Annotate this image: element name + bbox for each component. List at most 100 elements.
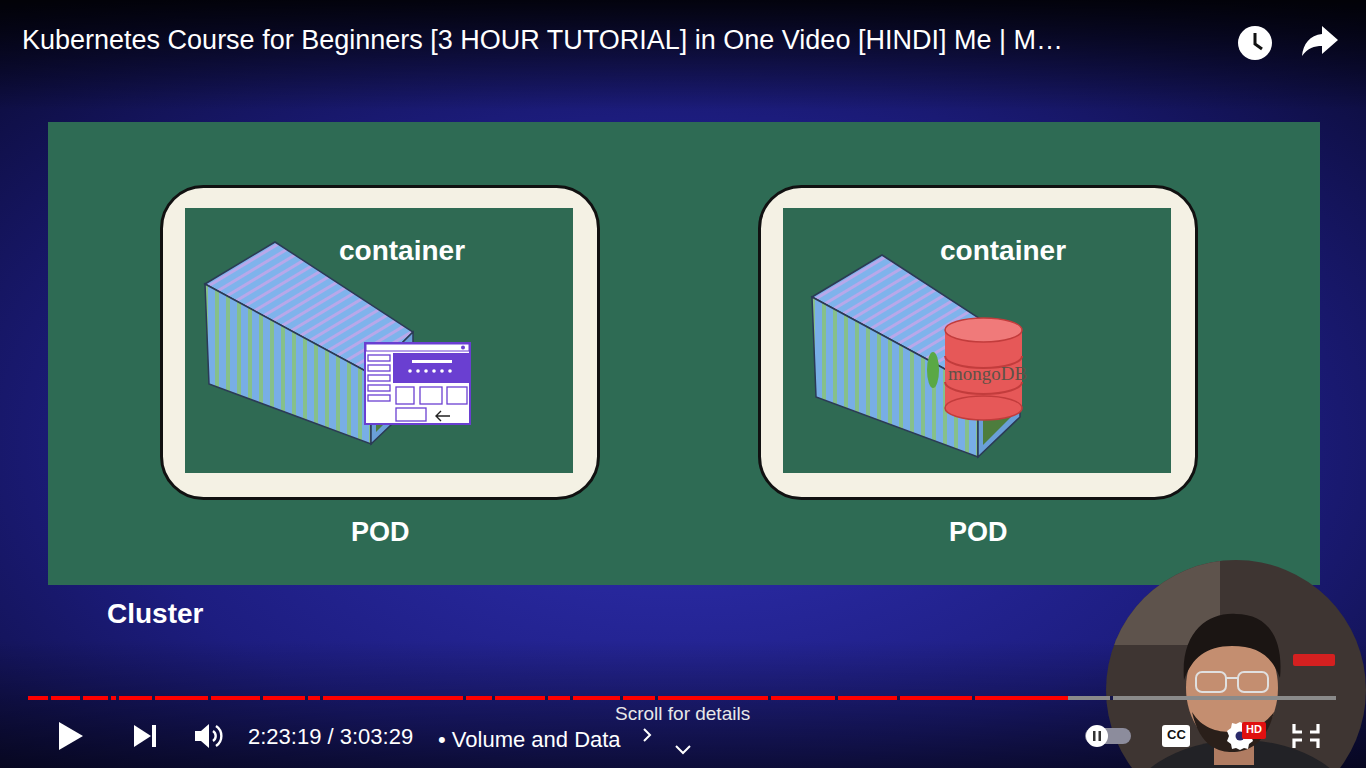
play-icon xyxy=(59,722,83,750)
sidebar-item xyxy=(368,355,390,361)
gap xyxy=(48,696,51,700)
sidebar-item xyxy=(368,395,390,401)
label-anchor: CC xyxy=(1167,728,1186,743)
container-ground xyxy=(185,208,573,473)
pause-bar xyxy=(1093,731,1096,741)
cursor-arrow xyxy=(436,411,450,421)
gap xyxy=(208,696,211,700)
hd-badge xyxy=(1242,722,1266,739)
cluster-ground xyxy=(48,122,1320,585)
glasses-bridge xyxy=(1226,677,1238,679)
person-hair xyxy=(1184,614,1281,680)
chapter-gaps xyxy=(48,696,1113,700)
webpage-icon xyxy=(365,343,470,424)
progress-bar xyxy=(28,696,1336,700)
clock-hands xyxy=(1255,33,1262,49)
volume-waves xyxy=(213,726,221,746)
next-bar xyxy=(152,725,156,747)
container-box: container xyxy=(185,208,573,473)
content-box xyxy=(396,408,426,421)
gap xyxy=(1110,696,1113,700)
share-icon xyxy=(1302,26,1338,56)
captions-icon xyxy=(1162,725,1190,747)
container-box: container xyxy=(783,208,1171,473)
sidebar-item xyxy=(368,365,390,371)
gap xyxy=(545,696,548,700)
content-box xyxy=(396,387,414,404)
gap xyxy=(492,696,495,700)
glasses-lens xyxy=(1196,672,1226,692)
dot xyxy=(416,369,420,373)
progress-remaining xyxy=(1068,696,1336,700)
gap xyxy=(260,696,263,700)
exit-fullscreen-icon xyxy=(1294,724,1318,748)
video-title: Kubernetes Course for Beginners [3 HOUR … xyxy=(22,25,1063,56)
gap xyxy=(655,696,658,700)
webcam-room xyxy=(1100,555,1366,768)
gap xyxy=(320,696,323,700)
label-anchor: Scroll for details xyxy=(615,703,750,725)
label-anchor: mongoDB xyxy=(948,363,1027,385)
autoplay-knob xyxy=(1086,725,1108,747)
mongodb-leaf xyxy=(927,352,939,388)
cylinder-bottom xyxy=(945,396,1022,420)
label-anchor: HD xyxy=(1246,723,1262,736)
webpage-sidebar xyxy=(368,355,467,421)
dot xyxy=(408,369,412,373)
webpage-dots xyxy=(408,369,452,373)
webpage-dot xyxy=(461,346,465,350)
volume-icon xyxy=(195,724,209,748)
container-ground xyxy=(783,208,1171,473)
webpage-topbar xyxy=(366,344,469,351)
container-label: container xyxy=(339,235,465,267)
container-label: container xyxy=(940,235,1066,267)
pause-bar xyxy=(1099,731,1102,741)
person-glasses xyxy=(1196,672,1268,692)
gap xyxy=(108,696,111,700)
sidebar-item xyxy=(368,385,390,391)
sidebar-item xyxy=(368,375,390,381)
subscribe-badge xyxy=(1293,654,1335,666)
webpage-frame xyxy=(365,343,470,424)
dot xyxy=(448,369,452,373)
gap xyxy=(570,696,573,700)
content-box xyxy=(447,387,467,404)
gap xyxy=(116,696,119,700)
scroll-hint: Scroll for details xyxy=(615,703,750,725)
gap xyxy=(80,696,83,700)
title-anchor: Kubernetes Course for Beginners [3 HOUR … xyxy=(22,25,1063,56)
person-beard xyxy=(1192,712,1274,752)
chapter-chevron xyxy=(644,729,650,741)
pod-frame xyxy=(760,187,1197,499)
progress-played xyxy=(28,696,1068,700)
dot xyxy=(432,369,436,373)
gap xyxy=(972,696,975,700)
gap xyxy=(463,696,466,700)
scroll-chevron xyxy=(676,746,690,753)
label-anchor: • Volume and Data xyxy=(438,727,621,752)
captions-text: CC xyxy=(1167,728,1186,743)
container-side xyxy=(205,284,371,444)
webpage-line xyxy=(412,360,452,363)
pod-label: POD xyxy=(949,517,1008,548)
dot xyxy=(440,369,444,373)
label-anchor: 2:23:19 / 3:03:29 xyxy=(248,724,413,749)
gap xyxy=(897,696,900,700)
gap xyxy=(620,696,623,700)
next-icon xyxy=(134,725,151,747)
pod-frame xyxy=(162,187,599,499)
time-display: 2:23:19 / 3:03:29 xyxy=(248,724,413,749)
webpage-header xyxy=(393,353,469,383)
cylinder-top xyxy=(945,318,1022,342)
chapter-title: • Volume and Data xyxy=(438,727,621,752)
content-box xyxy=(420,387,442,404)
cluster-region: ClusterPODcontainerPODcontainer xyxy=(48,122,1320,642)
pod-label: POD xyxy=(351,517,410,548)
dot xyxy=(424,369,428,373)
hd-text: HD xyxy=(1246,723,1262,736)
pod-box: POD container xyxy=(160,185,600,557)
gap xyxy=(152,696,155,700)
webcam-overlay xyxy=(1100,555,1366,768)
